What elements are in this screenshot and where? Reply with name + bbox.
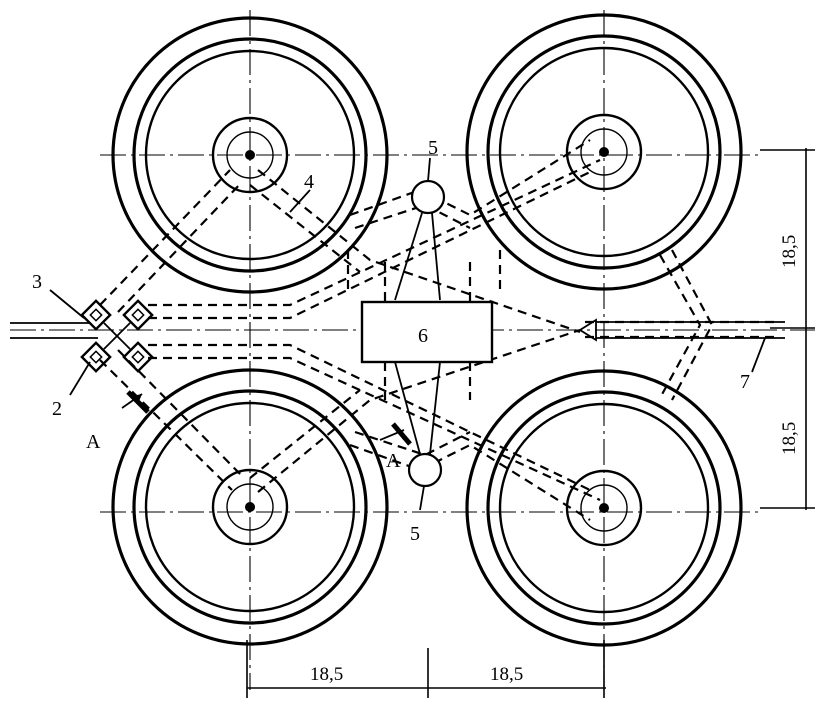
label-7: 7 — [740, 371, 750, 393]
tank-top-right — [465, 13, 743, 291]
pump-5-bottom — [407, 452, 443, 488]
inlet-pipe — [10, 322, 98, 339]
pump-5-top — [410, 179, 446, 215]
leader-lines — [49, 157, 766, 511]
label-5-bottom: 5 — [410, 523, 420, 545]
equipment-box-6 — [360, 300, 494, 364]
label-4: 4 — [304, 171, 314, 193]
dimension-horizontal-right: 18,5 — [490, 664, 523, 685]
dimension-horizontal-left: 18,5 — [310, 664, 343, 685]
label-a-left: A — [86, 431, 101, 453]
dimension-vertical-upper: 18,5 — [779, 235, 800, 268]
tank-top-left — [111, 16, 389, 294]
section-arrow-a-right — [379, 422, 412, 446]
dimension-vertical-lower: 18,5 — [779, 422, 800, 455]
valve-group-2-3 — [80, 299, 154, 373]
label-a-right: A — [386, 450, 401, 472]
dimension-lines — [246, 148, 815, 698]
label-2: 2 — [52, 398, 62, 420]
tank-bottom-right — [465, 369, 743, 647]
section-arrow-a-left — [121, 390, 150, 414]
label-3: 3 — [32, 271, 42, 293]
label-6: 6 — [418, 325, 428, 347]
label-5-top: 5 — [428, 137, 438, 159]
piping-network — [99, 139, 780, 521]
collector-junction — [578, 318, 785, 342]
tank-bottom-left — [111, 368, 389, 646]
